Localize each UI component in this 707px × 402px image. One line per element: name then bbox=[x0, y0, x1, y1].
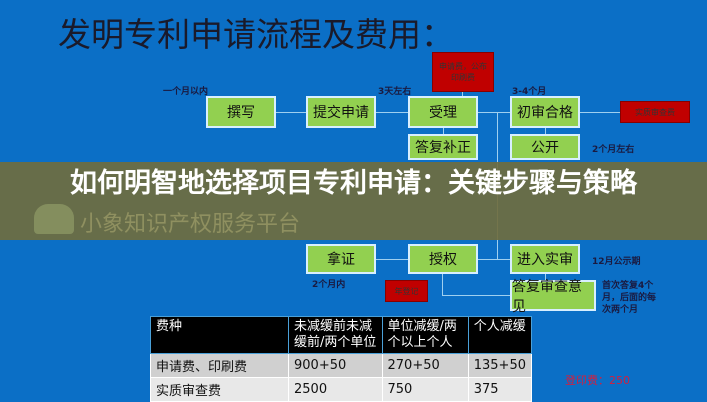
slide-title: 发明专利申请流程及费用： bbox=[58, 15, 454, 54]
fee-application: 申请费，公布印刷费 bbox=[432, 52, 494, 92]
step-certificate: 拿证 bbox=[306, 244, 376, 274]
headline: 如何明智地选择项目专利申请：关键步骤与策略 bbox=[70, 168, 637, 199]
duration-label: 12月公示期 bbox=[592, 257, 641, 267]
table-header: 单位减缓/两个以上个人 bbox=[381, 316, 469, 354]
duration-label: 3-4个月 bbox=[512, 87, 547, 97]
table-cell: 270+50 bbox=[381, 353, 469, 378]
table-row: 申请费、印刷费 900+50 270+50 135+50 bbox=[150, 353, 533, 378]
table-row: 实质审查费 2500 750 375 bbox=[150, 377, 533, 402]
table-header: 费种 bbox=[150, 316, 289, 354]
table-header: 个人减缓 bbox=[467, 316, 533, 354]
step-reply-review: 答复审查意见 bbox=[510, 279, 596, 315]
table-cell: 2500 bbox=[288, 377, 383, 402]
step-substantive: 进入实审 bbox=[510, 244, 580, 274]
table-cell: 实质审查费 bbox=[150, 377, 289, 402]
elephant-logo-icon bbox=[34, 204, 74, 234]
fee-substantive: 实质审查费 bbox=[620, 101, 690, 123]
duration-label: 2个月内 bbox=[312, 280, 346, 290]
step-submit: 提交申请 bbox=[306, 96, 376, 128]
step-accept: 受理 bbox=[408, 96, 478, 128]
step-preliminary: 初审合格 bbox=[510, 96, 580, 128]
headline-overlay bbox=[0, 162, 707, 240]
duration-label: 3天左右 bbox=[378, 87, 412, 97]
step-write: 撰写 bbox=[206, 96, 276, 128]
fee-annual: 年登记 bbox=[385, 280, 428, 302]
table-cell: 375 bbox=[467, 377, 533, 402]
stamp-fee: 登印费：250 bbox=[565, 374, 630, 387]
table-cell: 900+50 bbox=[288, 353, 383, 378]
step-grant: 授权 bbox=[408, 244, 478, 274]
fee-table: 费种 未减缓前未减缓前/两个单位 单位减缓/两个以上个人 个人减缓 申请费、印刷… bbox=[150, 316, 533, 402]
duration-label: 2个月左右 bbox=[592, 145, 635, 155]
duration-label: 一个月以内 bbox=[163, 87, 209, 97]
table-cell: 申请费、印刷费 bbox=[150, 353, 289, 378]
reply-note: 首次答复4个月，后面的每次两个月 bbox=[602, 281, 657, 315]
watermark: 小象知识产权服务平台 bbox=[80, 212, 301, 237]
step-correction: 答复补正 bbox=[408, 134, 478, 160]
table-header: 未减缓前未减缓前/两个单位 bbox=[288, 316, 383, 354]
table-cell: 135+50 bbox=[467, 353, 533, 378]
table-cell: 750 bbox=[381, 377, 469, 402]
step-publish: 公开 bbox=[510, 134, 580, 160]
